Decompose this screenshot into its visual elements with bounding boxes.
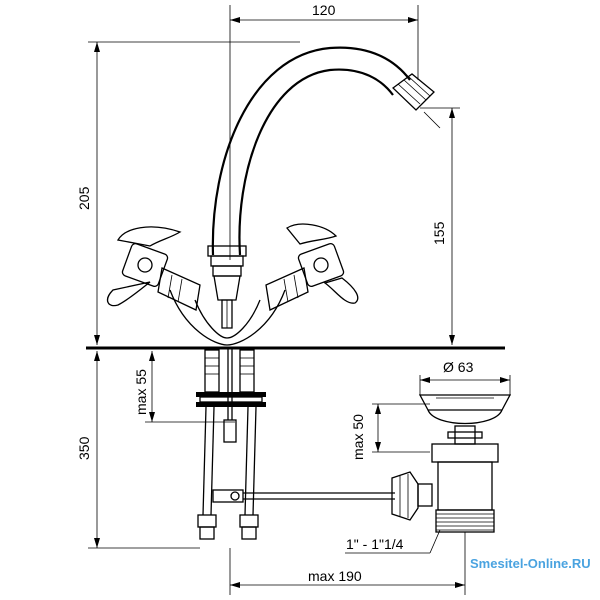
dim-below-deck: 350	[76, 436, 92, 460]
left-cross-handle	[106, 226, 201, 311]
dim-total-height: 205	[76, 186, 92, 210]
dim-waste-diameter: Ø 63	[443, 359, 474, 375]
dim-waste-thread: 1" - 1"1/4	[346, 536, 404, 552]
right-cross-handle	[265, 223, 359, 311]
dimension-lines	[88, 5, 511, 595]
dim-spout-height: 155	[431, 221, 447, 245]
dim-max-deck: max 55	[133, 369, 149, 415]
spout	[207, 46, 435, 329]
dim-spout-reach: 120	[312, 2, 336, 18]
under-deck-fittings	[196, 348, 266, 540]
dim-waste-max: max 50	[350, 414, 366, 460]
aerator	[391, 73, 435, 111]
dim-rod-reach: max 190	[308, 568, 362, 584]
watermark: Smesitel-Online.RU	[470, 556, 591, 571]
pop-up-waste	[418, 394, 512, 533]
faucet-body	[169, 289, 286, 346]
pop-up-rod	[243, 471, 433, 521]
